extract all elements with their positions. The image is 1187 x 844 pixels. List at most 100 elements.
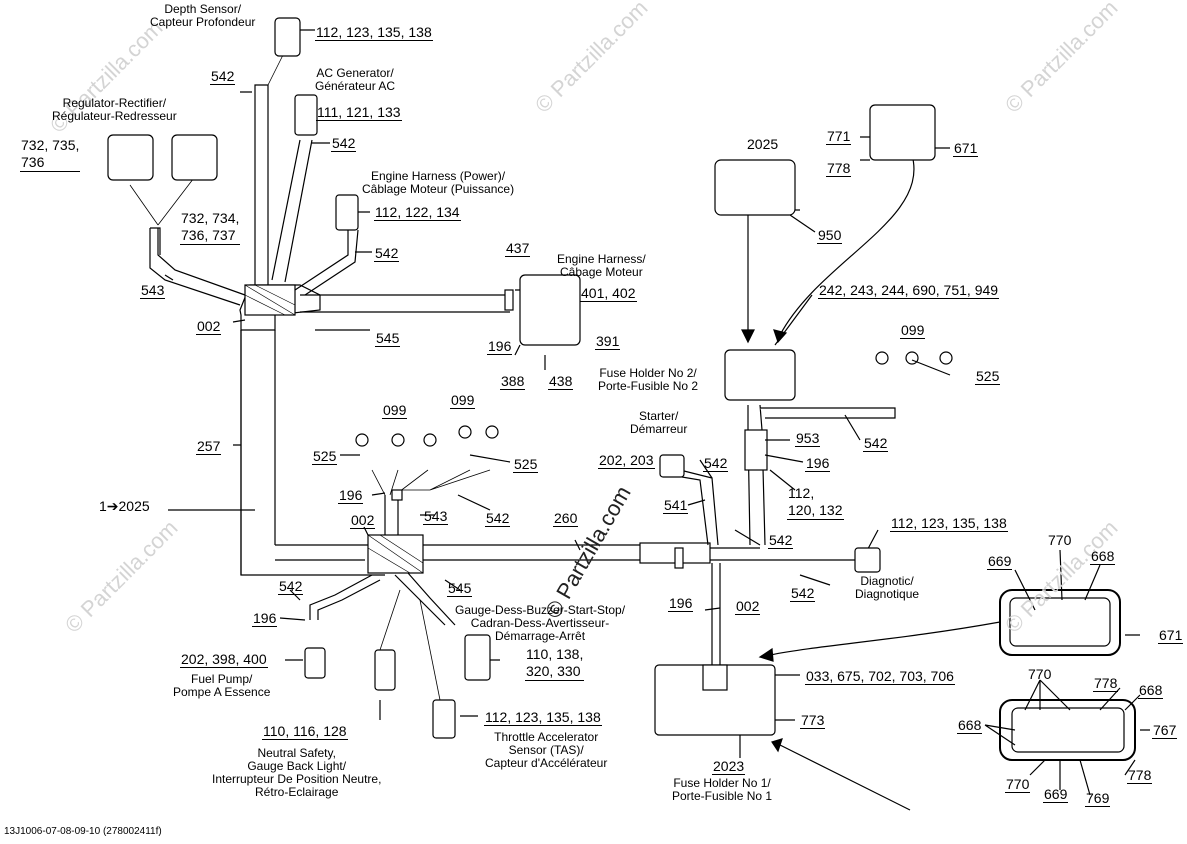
callout: 438: [548, 373, 574, 390]
callout: 542: [703, 455, 729, 472]
engine-harness-block: [519, 274, 581, 346]
callout: 545: [447, 580, 473, 597]
callout: 002: [196, 318, 222, 335]
arrow-769: [779, 744, 911, 811]
callout: 202, 203: [598, 452, 655, 469]
callout: 391: [595, 333, 621, 350]
callout: 950: [817, 227, 843, 244]
callout: 2025: [747, 136, 779, 152]
callout: 543: [140, 282, 166, 299]
callout: 1➔2025: [99, 498, 150, 514]
arrow-771: [779, 154, 915, 336]
callout: 112, 120, 132: [787, 485, 844, 520]
callout: 525: [975, 368, 1001, 385]
callout: 671: [953, 140, 979, 157]
callout: 671: [1158, 627, 1184, 644]
starter-connector: [659, 454, 685, 478]
callout: 110, 138, 320, 330: [525, 646, 585, 681]
callout: 257: [196, 438, 222, 455]
callout: 388: [500, 373, 526, 390]
branch-depth: [254, 84, 269, 285]
branch-543: [149, 228, 246, 306]
relay-2025: [714, 159, 796, 216]
arrow-669: [769, 621, 1001, 656]
label-diagnostic: Diagnotic/ Diagnotique: [855, 574, 920, 601]
callout: 778: [1127, 767, 1153, 784]
harness-trunk: [240, 330, 276, 575]
callout: 437: [505, 240, 531, 257]
callout: 525: [513, 456, 539, 473]
tas-connector: [432, 699, 456, 739]
callout: 002: [735, 598, 761, 615]
neutral-connector: [374, 649, 396, 691]
label-tas: Throttle Accelerator Sensor (TAS)/ Capte…: [485, 730, 608, 770]
callout: 669: [987, 553, 1013, 570]
label-gauge: Gauge-Dess-Buzzer-Start-Stop/ Cadran-Des…: [455, 603, 626, 643]
callout: 542: [278, 578, 304, 595]
branch-power: [294, 229, 359, 296]
callout: 542: [768, 532, 794, 549]
label-depth-sensor: Depth Sensor/ Capteur Profondeur: [150, 2, 256, 29]
gauge-connector: [464, 634, 491, 681]
callout: 542: [210, 68, 236, 85]
fuse-holder-2: [724, 349, 796, 401]
callout: 542: [790, 585, 816, 602]
callout: 778: [1093, 675, 1119, 692]
label-starter: Starter/ Démarreur: [630, 409, 688, 436]
callout: 111, 121, 133: [316, 104, 402, 121]
ac-gen-connector: [294, 94, 318, 136]
callout: 668: [1090, 548, 1116, 565]
diag-connector: [854, 547, 881, 573]
label-engine-harness: Engine Harness/ Câbage Moteur: [557, 252, 646, 279]
ring-terminal-group-1: [355, 445, 435, 470]
fuel-pump-connector: [304, 647, 326, 679]
branch-545: [300, 294, 510, 313]
callout: 773: [800, 712, 826, 729]
callout: 542: [374, 245, 400, 262]
engine-power-connector: [335, 194, 359, 231]
label-engine-harness-power: Engine Harness (Power)/ Câblage Moteur (…: [362, 169, 515, 196]
callout: 542: [863, 435, 889, 452]
callout: 242, 243, 244, 690, 751, 949: [818, 282, 1000, 299]
label-ac-generator: AC Generator/ Générateur AC: [315, 66, 396, 93]
callout: 099: [900, 322, 926, 339]
callout: 525: [312, 448, 338, 465]
callout: 112, 123, 135, 138: [315, 24, 433, 41]
callout: 541: [663, 497, 689, 514]
inset-connector-bottom: [999, 699, 1136, 761]
label-neutral-safety: Neutral Safety, Gauge Back Light/ Interr…: [212, 746, 382, 799]
callout: 033, 675, 702, 703, 706: [805, 668, 955, 685]
callout: 770: [1028, 666, 1052, 682]
regulator-connector-2: [171, 134, 218, 181]
regulator-connector-1: [107, 134, 154, 181]
callout: 196: [487, 338, 513, 355]
callout: 669: [1043, 786, 1069, 803]
label-fuse-holder-2: Fuse Holder No 2/ Porte-Fusible No 2: [598, 366, 699, 393]
callout: 545: [375, 330, 401, 347]
label-fuse-holder-1: Fuse Holder No 1/ Porte-Fusible No 1: [672, 776, 773, 803]
callout: 771: [826, 128, 852, 145]
callout: 112, 123, 135, 138: [484, 709, 602, 726]
callout: 732, 735, 736: [20, 137, 81, 172]
callout: 668: [957, 717, 983, 734]
callout: 778: [826, 160, 852, 177]
connector-771: [869, 104, 936, 161]
branch-ac: [271, 139, 313, 283]
callout: 112, 122, 134: [374, 204, 461, 221]
label-fuel-pump: Fuel Pump/ Pompe A Essence: [173, 672, 271, 699]
callout: 112, 123, 135, 138: [890, 515, 1008, 532]
callout: 196: [252, 610, 278, 627]
callout: 543: [423, 508, 449, 525]
inset-connector-top: [999, 589, 1121, 656]
callout: 110, 116, 128: [262, 723, 348, 740]
callout: 769: [1085, 790, 1111, 807]
callout: 542: [485, 510, 511, 527]
callout: 770: [1005, 776, 1031, 793]
depth-sensor-connector: [274, 17, 301, 57]
callout: 668: [1138, 682, 1164, 699]
callout: 2023: [712, 758, 746, 775]
callout: 196: [338, 487, 364, 504]
callout: 767: [1152, 722, 1178, 739]
drawing-id: 13J1006-07-08-09-10 (278002411f): [4, 826, 162, 837]
